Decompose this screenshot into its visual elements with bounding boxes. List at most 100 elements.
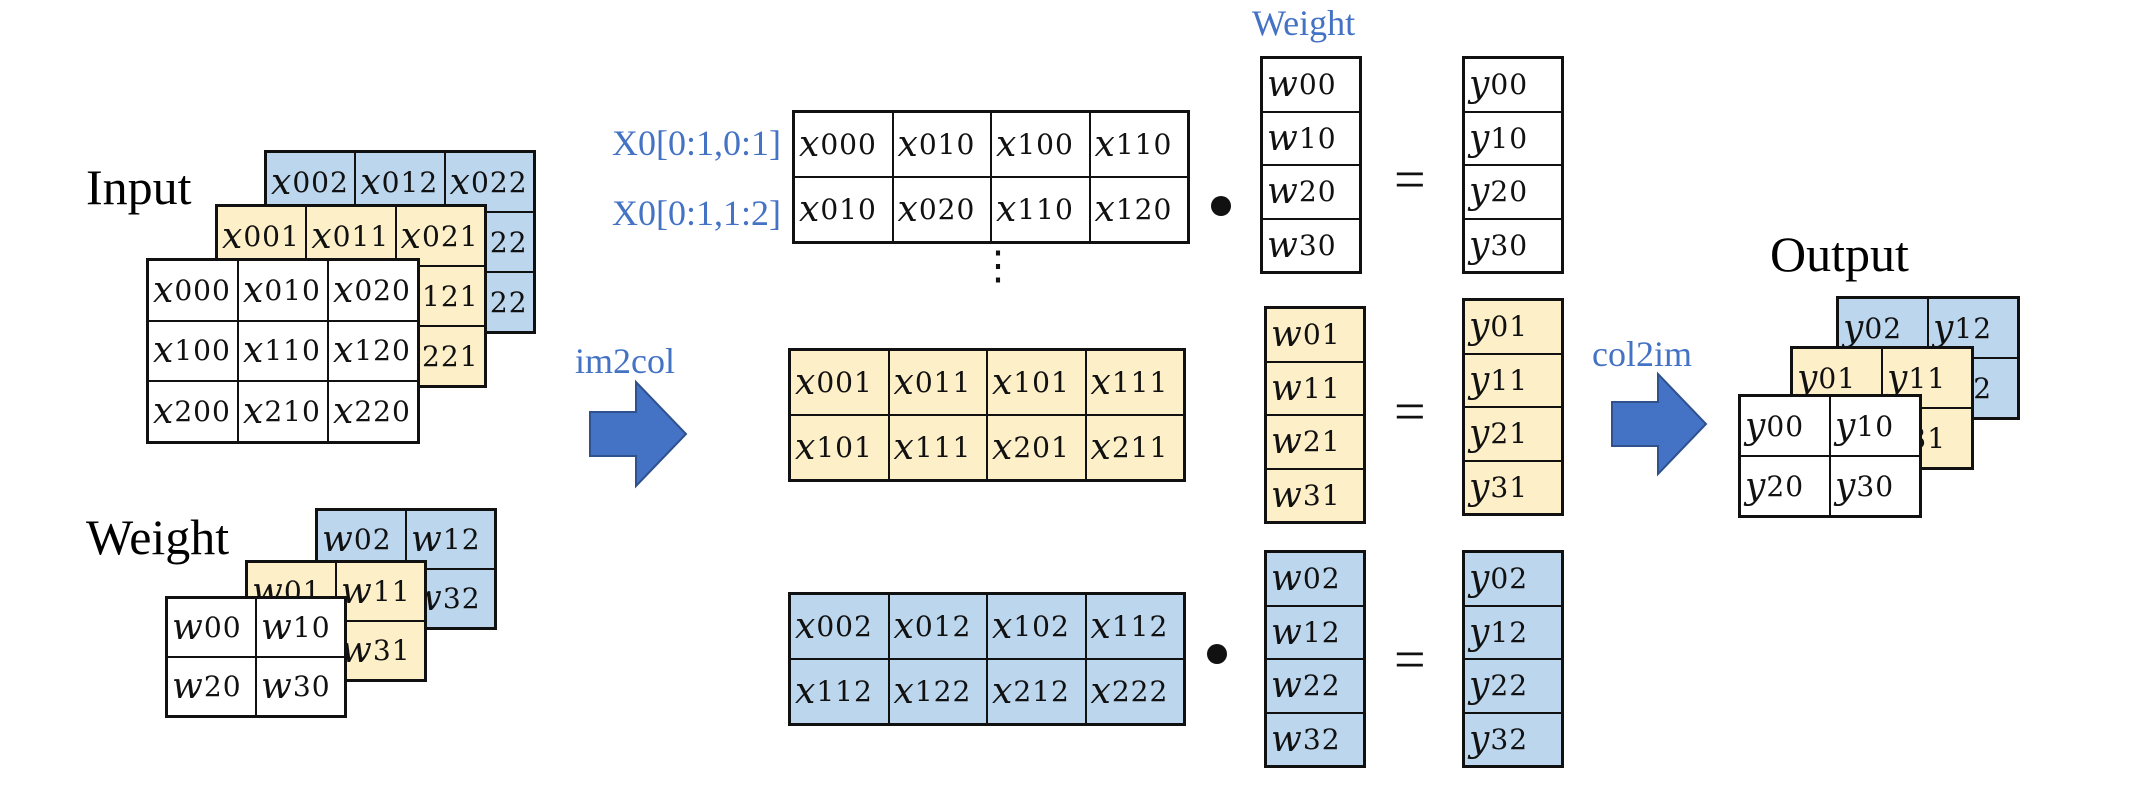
input-label: Input bbox=[86, 159, 192, 215]
cell-subscript: 222 bbox=[1111, 675, 1169, 708]
cell-symbol: x bbox=[311, 215, 332, 257]
cell-subscript: 100 bbox=[174, 334, 231, 368]
row-label-0: X0[0:1,0:1] bbox=[612, 123, 781, 163]
cell-subscript: 120 bbox=[1115, 193, 1173, 226]
cell-subscript: 20 bbox=[1766, 469, 1805, 503]
output-label: Output bbox=[1770, 226, 1909, 282]
row-label-1: X0[0:1,1:2] bbox=[612, 193, 781, 233]
cell-symbol: w bbox=[1271, 611, 1302, 653]
cell-symbol: y bbox=[1843, 307, 1864, 349]
col2im-arrow-icon bbox=[1611, 371, 1708, 477]
cell-symbol: y bbox=[1469, 413, 1490, 455]
dot-operator-2 bbox=[1207, 644, 1227, 664]
cell-symbol: y bbox=[1469, 306, 1490, 348]
cell-subscript: 12 bbox=[1490, 615, 1529, 649]
cell-subscript: 200 bbox=[174, 395, 231, 429]
cell-symbol: y bbox=[1933, 307, 1954, 349]
cell-subscript: 100 bbox=[1017, 128, 1074, 161]
cell-subscript: 01 bbox=[1302, 318, 1341, 352]
cell-subscript: 00 bbox=[1298, 68, 1337, 102]
cell-subscript: 21 bbox=[1490, 417, 1529, 451]
cell-symbol: x bbox=[222, 215, 243, 257]
cell-subscript: 00 bbox=[203, 611, 242, 644]
cell-symbol: x bbox=[893, 427, 914, 468]
cell-subscript: 11 bbox=[1490, 363, 1529, 397]
cell-subscript: 01 bbox=[1490, 310, 1529, 344]
cell-symbol: x bbox=[996, 189, 1017, 230]
cell-symbol: x bbox=[1090, 606, 1111, 647]
cell-subscript: 011 bbox=[914, 366, 972, 399]
cell-subscript: 112 bbox=[1111, 610, 1169, 643]
cell-symbol: w bbox=[172, 666, 203, 707]
weight-left-label: Weight bbox=[86, 509, 230, 565]
cell-symbol: y bbox=[1745, 465, 1766, 507]
cell-symbol: x bbox=[153, 269, 174, 311]
cell-symbol: x bbox=[996, 124, 1017, 165]
cell-subscript: 112 bbox=[816, 675, 873, 708]
cell-subscript: 111 bbox=[914, 431, 972, 464]
cell-symbol: w bbox=[1267, 117, 1298, 159]
equals-operator-0: = bbox=[1394, 149, 1426, 211]
cell-symbol: y bbox=[1469, 665, 1490, 707]
cell-symbol: x bbox=[992, 671, 1013, 712]
cell-subscript: 12 bbox=[1302, 615, 1341, 649]
cell-symbol: x bbox=[333, 269, 354, 311]
cell-symbol: y bbox=[1469, 718, 1490, 760]
cell-symbol: y bbox=[1835, 405, 1856, 447]
cell-subscript: 121 bbox=[421, 279, 479, 313]
cell-symbol: y bbox=[1469, 64, 1490, 106]
cell-symbol: x bbox=[449, 161, 470, 203]
cell-subscript: 30 bbox=[292, 670, 331, 703]
cell-symbol: x bbox=[333, 330, 354, 372]
cell-symbol: x bbox=[333, 391, 354, 433]
col2im-label: col2im bbox=[1592, 334, 1692, 374]
cell-symbol: x bbox=[799, 189, 820, 230]
cell-symbol: w bbox=[1271, 474, 1302, 516]
cell-symbol: x bbox=[893, 671, 914, 712]
cell-subscript: 01 bbox=[1818, 361, 1857, 395]
cell-subscript: 32 bbox=[1490, 722, 1529, 756]
cell-subscript: 12 bbox=[1954, 311, 1993, 345]
cell-symbol: x bbox=[1094, 124, 1115, 165]
cell-symbol: x bbox=[992, 362, 1013, 403]
cell-subscript: 02 bbox=[1864, 311, 1903, 345]
cell-symbol: x bbox=[1090, 427, 1111, 468]
